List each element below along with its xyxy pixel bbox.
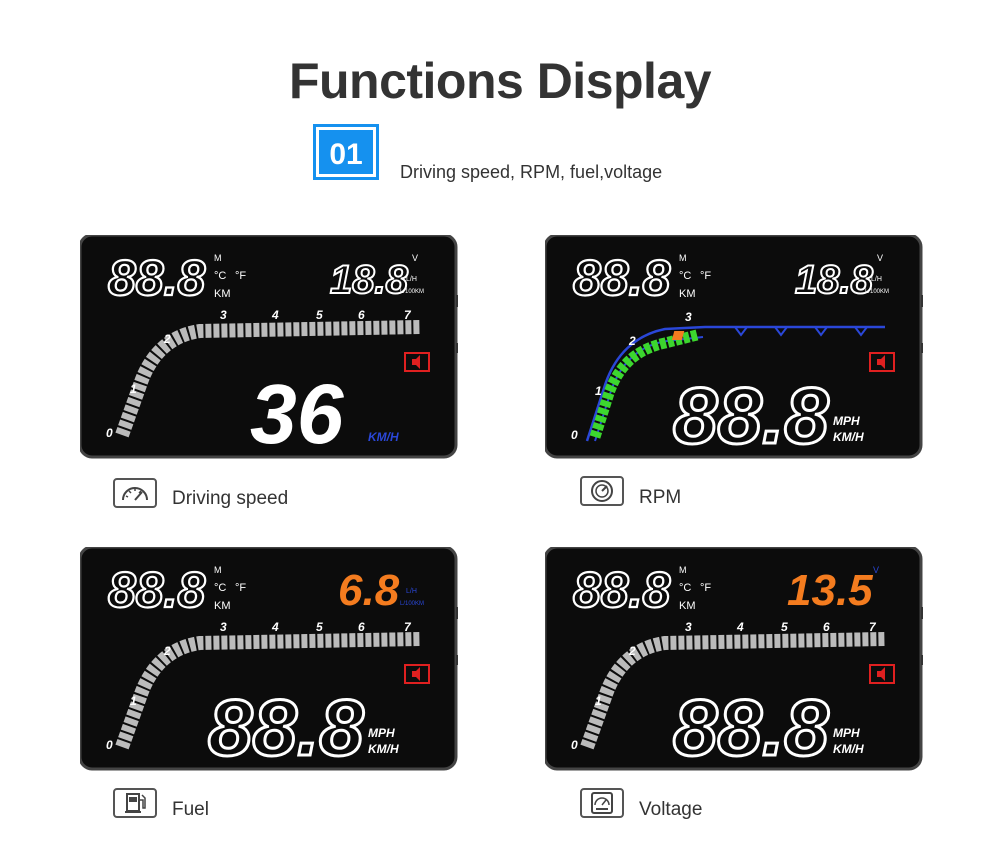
rpm-level-bar (589, 329, 699, 439)
unit-fahrenheit: °F (700, 270, 711, 282)
rpm-label: 4 (271, 620, 279, 634)
caption-driving-speed: Driving speed (172, 488, 289, 509)
rpm-arc-outline (585, 325, 885, 442)
rpm-label: 2 (163, 644, 171, 658)
speed-readout: 88.8 (208, 683, 364, 772)
rpm-label: 2 (628, 644, 636, 658)
rpm-arc (115, 632, 421, 750)
rpm-label: 5 (316, 620, 323, 634)
temperature-distance-readout: 88.8 (573, 250, 671, 306)
rpm-label: 3 (220, 308, 227, 322)
rpm-label: 7 (869, 620, 877, 634)
unit-m: M (214, 565, 222, 575)
speed-readout: 88.8 (673, 683, 829, 772)
unit-lh: L/H (406, 276, 417, 283)
section-subtitle: Driving speed, RPM, fuel,voltage (400, 162, 663, 182)
unit-celsius: °C (679, 270, 691, 282)
rpm-label: 6 (823, 620, 830, 634)
unit-l100km: L/100KM (865, 289, 889, 295)
unit-volt: V (412, 253, 418, 263)
speaker-icon (869, 664, 895, 684)
rpm-label: 5 (316, 308, 323, 322)
temperature-distance-readout: 88.8 (108, 562, 206, 618)
rpm-label: 1 (130, 694, 137, 708)
speed-readout: 36 (250, 367, 345, 461)
rpm-arc (580, 632, 886, 750)
unit-lh: L/H (406, 588, 417, 595)
unit-m: M (679, 565, 687, 575)
unit-fahrenheit: °F (235, 270, 246, 282)
unit-m: M (679, 253, 687, 263)
caption-rpm: RPM (639, 487, 682, 508)
unit-km: KM (214, 288, 231, 300)
speed-unit-mph: MPH (833, 414, 860, 428)
rpm-label: 1 (595, 694, 602, 708)
hud-panel-rpm: 88.8 M °C °F KM 18.8 V L/H L/100KM 0 1 2… (545, 235, 923, 461)
temperature-distance-readout: 88.8 (573, 562, 671, 618)
unit-l100km: L/100KM (400, 289, 424, 295)
fuel-pump-icon (113, 788, 157, 818)
unit-celsius: °C (679, 582, 691, 594)
voltage-fuel-readout: 18.8 (330, 258, 409, 302)
rpm-label: 3 (685, 620, 692, 634)
unit-km: KM (679, 288, 696, 300)
voltage-fuel-readout: 18.8 (795, 258, 874, 302)
speed-unit: KM/H (368, 430, 399, 444)
rpm-label: 7 (404, 620, 412, 634)
rpm-label: 1 (595, 384, 602, 398)
rpm-label: 3 (220, 620, 227, 634)
rpm-label: 7 (404, 308, 412, 322)
rpm-label: 6 (358, 620, 365, 634)
speaker-icon (404, 664, 430, 684)
rpm-label: 0 (571, 738, 578, 752)
voltage-meter-icon (580, 788, 624, 818)
rpm-label: 0 (571, 428, 578, 442)
temperature-distance-readout: 88.8 (108, 250, 206, 306)
speed-readout: 88.8 (673, 371, 829, 460)
rpm-arc (115, 320, 421, 438)
speed-unit-mph: MPH (833, 726, 860, 740)
rpm-label: 0 (106, 426, 113, 440)
rpm-label: 5 (781, 620, 788, 634)
rpm-label: 4 (271, 308, 279, 322)
rpm-label: 2 (628, 334, 636, 348)
speaker-icon (404, 352, 430, 372)
voltage-readout: 13.5 (787, 566, 873, 615)
rpm-label: 2 (163, 332, 171, 346)
rpm-label: 1 (130, 382, 137, 396)
rpm-label: 6 (358, 308, 365, 322)
unit-km: KM (214, 600, 231, 612)
speed-unit-mph: MPH (368, 726, 395, 740)
speed-unit-kmh: KM/H (368, 742, 399, 756)
unit-celsius: °C (214, 582, 226, 594)
unit-celsius: °C (214, 270, 226, 282)
speedometer-icon (113, 478, 157, 508)
hud-panel-voltage: 88.8 M °C °F KM 13.5 V 0 1 2 3 4 5 6 7 8… (545, 547, 923, 773)
rpm-label: 3 (685, 310, 692, 324)
unit-m: M (214, 253, 222, 263)
speaker-icon (869, 352, 895, 372)
caption-voltage: Voltage (639, 799, 703, 820)
unit-fahrenheit: °F (700, 582, 711, 594)
caption-fuel: Fuel (172, 799, 209, 820)
speed-unit-kmh: KM/H (833, 430, 864, 444)
hud-panel-fuel: 88.8 M °C °F KM 6.8 L/H L/100KM 0 1 2 3 … (80, 547, 458, 773)
page-title: Functions Display (288, 53, 712, 109)
unit-volt: V (873, 565, 879, 575)
rpm-label: 4 (736, 620, 744, 634)
rpm-gauge-icon (580, 476, 624, 506)
unit-lh: L/H (871, 276, 882, 283)
unit-l100km: L/100KM (400, 601, 424, 607)
section-number-badge: 01 (313, 124, 379, 180)
fuel-consumption-readout: 6.8 (338, 566, 400, 615)
unit-fahrenheit: °F (235, 582, 246, 594)
unit-km: KM (679, 600, 696, 612)
unit-volt: V (877, 253, 883, 263)
hud-panel-driving-speed: 88.8 M °C °F KM 18.8 V L/H L/100KM 0 1 2… (80, 235, 458, 461)
speed-unit-kmh: KM/H (833, 742, 864, 756)
rpm-label: 0 (106, 738, 113, 752)
